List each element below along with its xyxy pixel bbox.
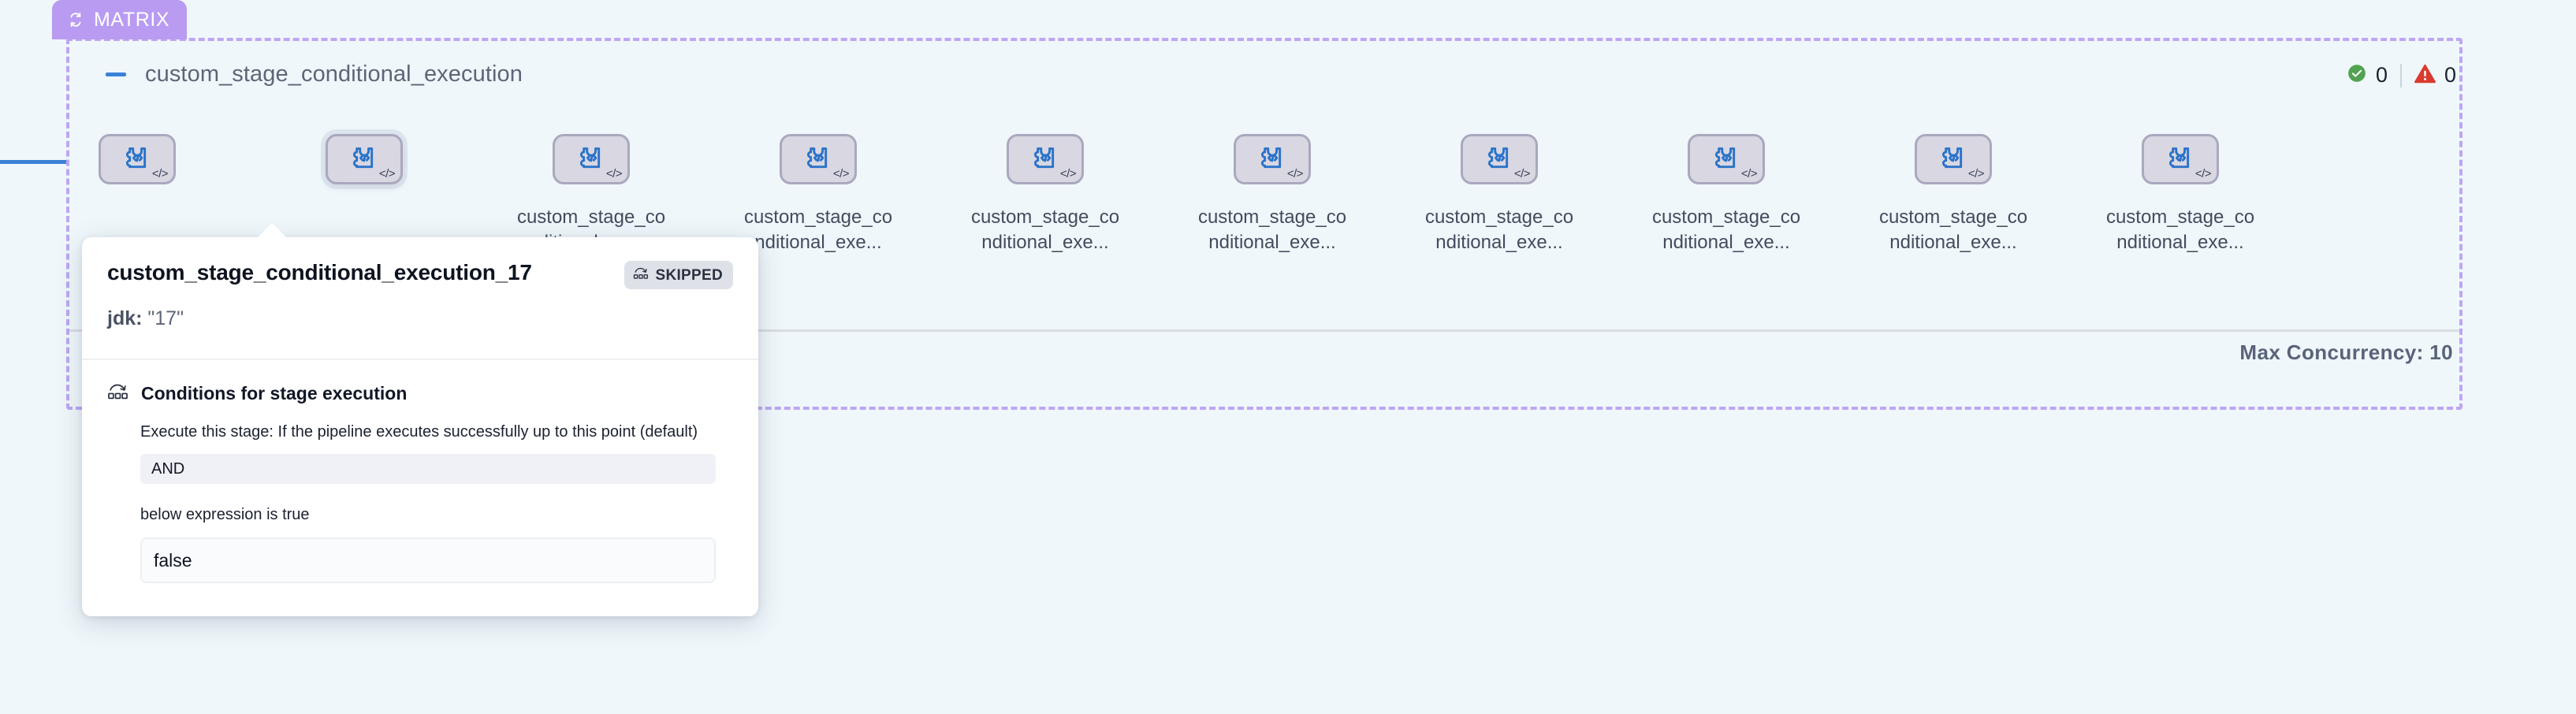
node-label: custom_stage_conditional_exe... [1878, 206, 2028, 253]
warning-counter: 0 [2414, 64, 2456, 87]
success-count: 0 [2375, 63, 2388, 87]
matrix-badge[interactable]: MATRIX [52, 0, 188, 39]
popover-header: custom_stage_conditional_execution_17 SK… [82, 237, 758, 360]
node-label: custom_stage_conditional_exe... [743, 206, 893, 253]
matrix-node[interactable]: </> custom_stage_conditional_exe... [2101, 134, 2259, 255]
popover-title: custom_stage_conditional_execution_17 [107, 260, 532, 284]
node-box[interactable]: </> [99, 134, 176, 184]
matrix-node[interactable]: </> custom_stage_conditional_exe... [1193, 134, 1351, 255]
meta-key: jdk: [107, 307, 143, 329]
node-box[interactable]: </> [1234, 134, 1311, 184]
node-box[interactable]: </> [553, 134, 630, 184]
custom-stage-icon [1938, 143, 1968, 177]
counter-divider [2399, 63, 2402, 87]
matrix-node[interactable]: </> custom_stage_conditional_exe... [1420, 134, 1578, 255]
incoming-edge-connector [0, 160, 69, 164]
group-header: custom_stage_conditional_execution [104, 61, 523, 87]
node-label: custom_stage_conditional_exe... [1197, 206, 1347, 253]
popover-body: Conditions for stage execution Execute t… [82, 360, 758, 616]
warning-count: 0 [2444, 63, 2456, 87]
code-badge-icon: </> [1059, 167, 1077, 180]
custom-stage-icon [349, 143, 379, 177]
matrix-node[interactable]: </> custom_stage_conditional_exe... [1874, 134, 2032, 255]
skip-icon [633, 266, 649, 284]
custom-stage-icon [122, 143, 152, 177]
row-divider [69, 329, 2459, 332]
code-badge-icon: </> [1286, 167, 1304, 180]
max-concurrency-label: Max Concurrency: 10 [2239, 340, 2453, 364]
meta-value: "17" [147, 307, 184, 329]
code-badge-icon: </> [378, 167, 396, 180]
loop-icon [66, 10, 85, 29]
code-badge-icon: </> [832, 167, 850, 180]
matrix-node[interactable]: </>custom_stage_conditional_exe... [285, 134, 443, 255]
skip-icon [107, 382, 128, 404]
code-badge-icon: </> [1513, 167, 1531, 180]
success-counter: 0 [2347, 63, 2388, 87]
stage-detail-popover: custom_stage_conditional_execution_17 SK… [82, 223, 758, 616]
popover-arrow [257, 223, 287, 238]
custom-stage-icon [2165, 143, 2195, 177]
matrix-node[interactable]: </>custom_stage_conditional_exe... [58, 134, 216, 255]
code-badge-icon: </> [2194, 167, 2212, 180]
node-box[interactable]: </> [2142, 134, 2219, 184]
conditions-heading: Conditions for stage execution [141, 382, 408, 403]
popover-meta: jdk: "17" [107, 307, 733, 330]
node-label: custom_stage_conditional_exe... [2105, 206, 2255, 253]
code-badge-icon: </> [605, 167, 623, 180]
matrix-node[interactable]: </> custom_stage_conditional_exe... [739, 134, 897, 255]
custom-stage-icon [803, 143, 833, 177]
custom-stage-icon [1484, 143, 1514, 177]
expression-description: below expression is true [140, 506, 310, 523]
conditions-header: Conditions for stage execution [107, 382, 733, 404]
custom-stage-icon [1711, 143, 1741, 177]
status-badge: SKIPPED [624, 261, 733, 289]
node-box[interactable]: </> [326, 134, 403, 184]
minus-icon[interactable] [104, 63, 128, 87]
node-box[interactable]: </> [1461, 134, 1538, 184]
status-counters: 0 0 [2347, 63, 2456, 87]
warning-triangle-icon [2414, 64, 2436, 87]
operator-field[interactable]: AND [140, 454, 716, 484]
node-box[interactable]: </> [1007, 134, 1084, 184]
matrix-badge-label: MATRIX [94, 8, 170, 31]
matrix-nodes-row: </> custom_stage_conditional_exe... </> cus… [66, 134, 2462, 331]
code-badge-icon: </> [1967, 167, 1985, 180]
matrix-node[interactable]: </> custom_stage_conditional_exe... [1647, 134, 1805, 255]
node-box[interactable]: </> [1915, 134, 1992, 184]
custom-stage-icon [1257, 143, 1287, 177]
node-box[interactable]: </> [780, 134, 857, 184]
group-title: custom_stage_conditional_execution [145, 61, 523, 87]
node-label: custom_stage_conditional_exe... [1651, 206, 1801, 253]
conditions-description: Execute this stage: If the pipeline exec… [140, 423, 698, 441]
code-badge-icon: </> [151, 167, 169, 180]
matrix-node[interactable]: </> custom_stage_conditional_exe... [966, 134, 1124, 255]
custom-stage-icon [576, 143, 606, 177]
node-label: custom_stage_conditional_exe... [970, 206, 1120, 253]
status-badge-label: SKIPPED [655, 266, 723, 284]
node-box[interactable]: </> [1688, 134, 1765, 184]
node-label: custom_stage_conditional_exe... [1424, 206, 1574, 253]
custom-stage-icon [1030, 143, 1060, 177]
code-badge-icon: </> [1740, 167, 1758, 180]
expression-field[interactable]: false [140, 537, 716, 583]
matrix-group-container [66, 38, 2462, 410]
check-circle-icon [2347, 63, 2367, 87]
